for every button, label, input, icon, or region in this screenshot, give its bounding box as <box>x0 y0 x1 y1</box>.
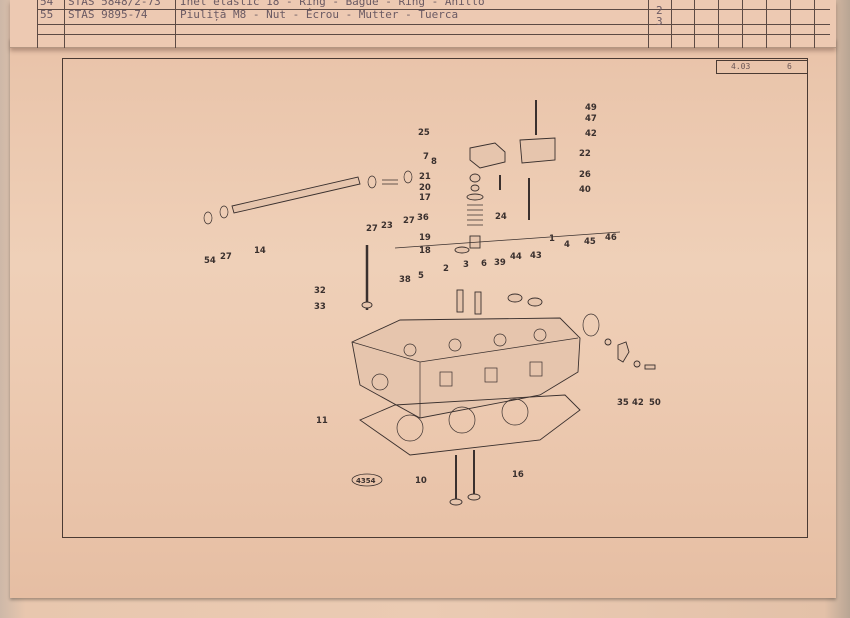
callout-4: 4 <box>564 240 570 250</box>
callout-47: 47 <box>585 114 597 124</box>
callout-26: 26 <box>579 170 591 180</box>
callout-39: 39 <box>494 258 506 268</box>
callout-16: 16 <box>512 470 524 480</box>
drawing-frame <box>62 58 808 538</box>
callout-19: 19 <box>419 233 431 243</box>
rocker-shaft <box>231 176 361 214</box>
callout-42: 42 <box>632 398 644 408</box>
callout-8: 8 <box>431 157 437 167</box>
callout-38: 38 <box>399 275 411 285</box>
callout-50: 50 <box>649 398 661 408</box>
page-number: 6 <box>787 62 792 71</box>
callout-2: 2 <box>443 264 449 274</box>
catalog-page <box>10 38 836 598</box>
callout-11: 11 <box>316 416 328 426</box>
valves <box>449 450 481 506</box>
figure-number-badge: 4354 <box>351 473 383 487</box>
callout-1: 1 <box>549 234 555 244</box>
callout-54: 54 <box>204 256 216 266</box>
callout-14: 14 <box>254 246 266 256</box>
cylinder-head <box>351 317 581 419</box>
callout-36: 36 <box>417 213 429 223</box>
figure-number: 4354 <box>356 477 376 485</box>
callout-25: 25 <box>418 128 430 138</box>
callout-45: 45 <box>584 237 596 247</box>
callout-23: 23 <box>381 221 393 231</box>
callout-21: 21 <box>419 172 431 182</box>
section-number: 4.03 <box>731 62 751 71</box>
rocker-arm-assembly <box>203 100 656 370</box>
callout-22: 22 <box>579 149 591 159</box>
head-gasket <box>359 394 581 456</box>
callout-43: 43 <box>530 251 542 261</box>
callout-5: 5 <box>418 271 424 281</box>
callout-24: 24 <box>495 212 507 222</box>
callout-27: 27 <box>403 216 415 226</box>
callout-18: 18 <box>419 246 431 256</box>
callout-46: 46 <box>605 233 617 243</box>
callout-32: 32 <box>314 286 326 296</box>
callout-33: 33 <box>314 302 326 312</box>
callout-27: 27 <box>220 252 232 262</box>
page-reference-box: 4.03 6 <box>716 60 808 74</box>
callout-3: 3 <box>463 260 469 270</box>
callout-7: 7 <box>423 152 429 162</box>
callout-10: 10 <box>415 476 427 486</box>
callout-40: 40 <box>579 185 591 195</box>
callout-35: 35 <box>617 398 629 408</box>
callout-44: 44 <box>510 252 522 262</box>
callout-49: 49 <box>585 103 597 113</box>
callout-27: 27 <box>366 224 378 234</box>
callout-20: 20 <box>419 183 431 193</box>
parts-table-strip: 54 STAS 5848/2-73 Inel elastic 18 - Ring… <box>10 0 836 48</box>
callout-6: 6 <box>481 259 487 269</box>
callout-42: 42 <box>585 129 597 139</box>
callout-17: 17 <box>419 193 431 203</box>
